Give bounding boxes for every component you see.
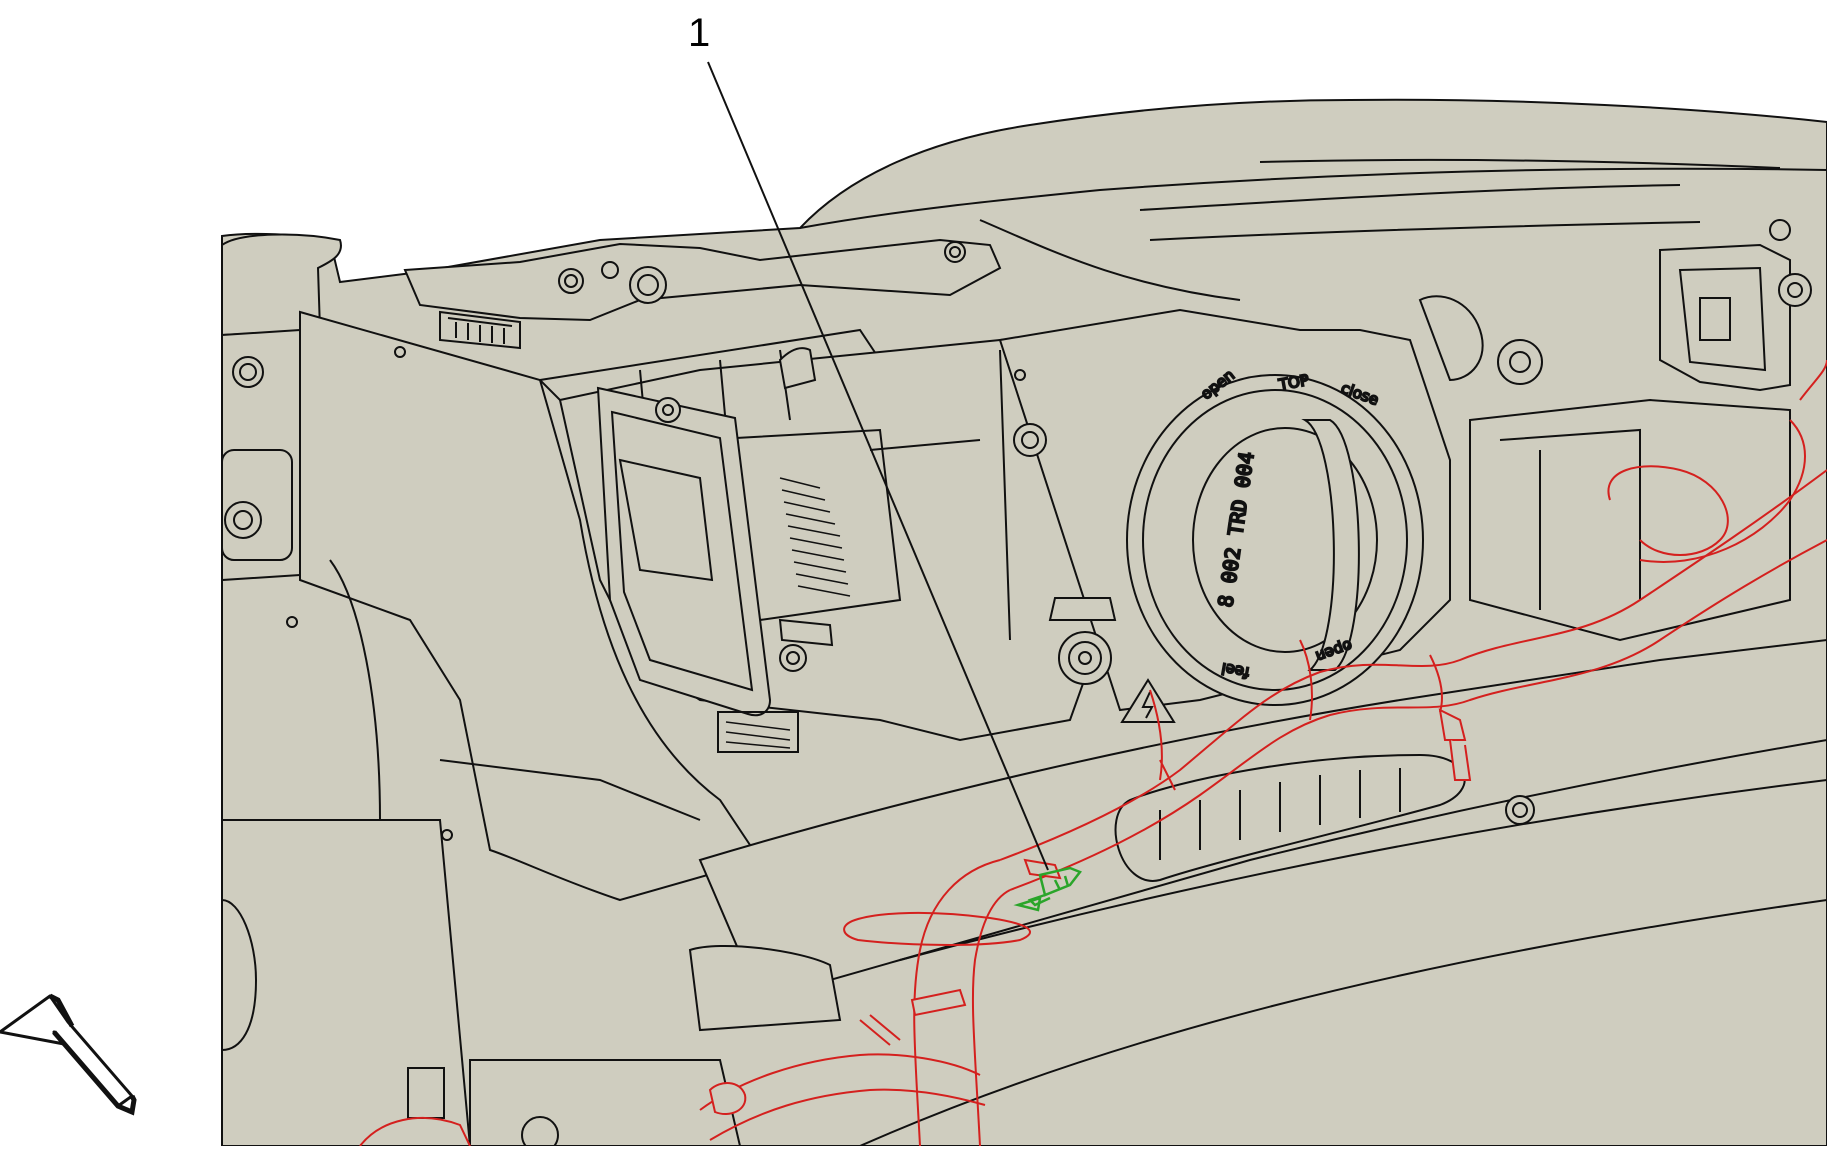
headlamp-adjuster	[1048, 597, 1117, 685]
headlamp-access-cap: open TOP close 8 002 TRD 004 open feel	[1126, 365, 1424, 706]
high-voltage-warning-icon	[1120, 678, 1176, 723]
cap-label-top: TOP	[1277, 371, 1311, 394]
callout-number: 1	[688, 11, 710, 55]
wiring-harness	[359, 359, 1827, 1147]
upper-mounting-bracket	[403, 238, 1002, 350]
headlamp-control-module	[596, 386, 851, 753]
lower-left-panels	[221, 819, 842, 1151]
callout-leader-line	[707, 61, 1049, 871]
upper-right-connectors	[1418, 219, 1812, 642]
callout-1: 1	[688, 11, 1049, 871]
radiator-support	[698, 638, 1827, 1147]
view-direction-arrow-icon	[0, 993, 137, 1116]
highlighted-harness-clip	[1013, 866, 1082, 912]
hood-contour-lines	[799, 159, 1827, 301]
